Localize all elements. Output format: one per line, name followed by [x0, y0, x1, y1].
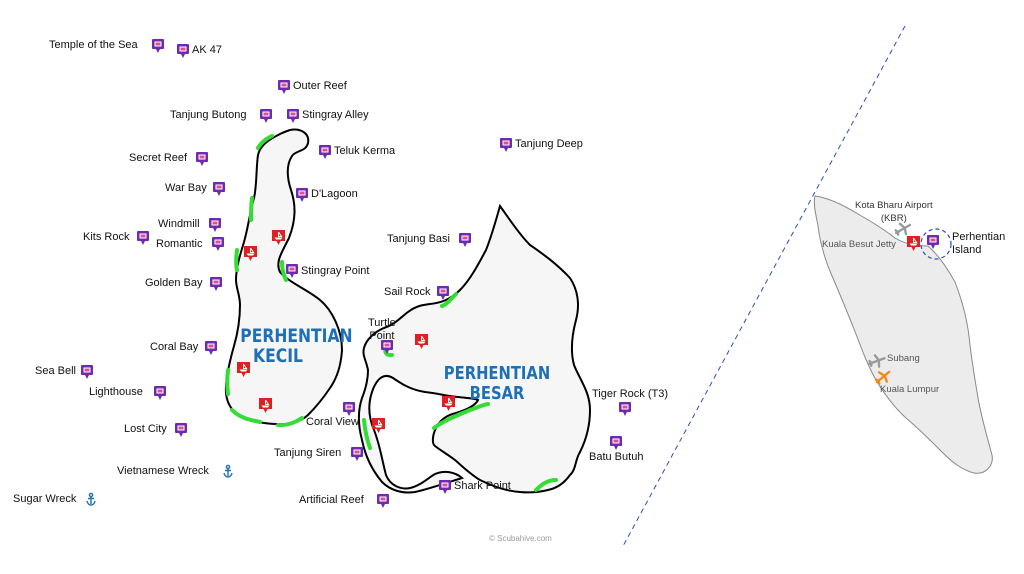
label-tanjung-siren: Tanjung Siren: [274, 447, 342, 459]
dive-pin-icon: [209, 218, 221, 232]
label-sea-bell: Sea Bell: [35, 365, 76, 377]
label-d-lagoon: D'Lagoon: [311, 188, 358, 200]
label-subang: Subang: [887, 353, 920, 364]
perhentian-besar-island: [358, 203, 592, 494]
coral-highlights: [225, 134, 558, 492]
label-vietnamese-wreck: Vietnamese Wreck: [117, 465, 209, 477]
label-artificial-reef: Artificial Reef: [299, 494, 364, 506]
label-kota-bharu-line1: Kota Bharu Airport: [855, 200, 933, 211]
label-kuala-lumpur: Kuala Lumpur: [880, 384, 940, 395]
dive-pin-icon: [286, 264, 298, 278]
label-stingray-alley: Stingray Alley: [302, 109, 369, 121]
airplane-icon-subang: [868, 354, 886, 368]
dive-pin-icon: [377, 494, 389, 508]
perhentian-kecil-label-line1: PERHENTIAN: [240, 325, 353, 347]
label-perhentian-island-line2: Island: [952, 244, 982, 256]
label-secret-reef: Secret Reef: [129, 152, 188, 164]
label-turtle-point-line2: Point: [369, 330, 395, 342]
dive-pin-icon: [137, 231, 149, 245]
dive-pin-icon: [177, 44, 189, 58]
dive-pin-icon: [205, 341, 217, 355]
airplane-icon-kuala-lumpur: [874, 370, 891, 385]
dive-pin-icon: [343, 402, 355, 416]
label-turtle-point-line1: Turtle: [368, 317, 396, 329]
dive-pin-icon: [500, 138, 512, 152]
dive-pin-icon: [81, 365, 93, 379]
label-kota-bharu-line2: (KBR): [880, 213, 907, 224]
dive-pin-icon: [351, 447, 363, 461]
dive-pin-icon: [212, 237, 224, 251]
label-windmill: Windmill: [158, 218, 200, 230]
dive-pin-icon: [152, 39, 164, 53]
dive-pin-icon: [319, 145, 331, 159]
label-lost-city: Lost City: [124, 423, 167, 435]
label-tiger-rock: Tiger Rock (T3): [592, 388, 668, 400]
label-outer-reef: Outer Reef: [293, 80, 347, 92]
dive-pin-icon: [278, 80, 290, 94]
dive-pin-icon: [210, 277, 222, 291]
watermark: © Scubahive.com: [489, 534, 552, 543]
dive-pin-icon: [175, 423, 187, 437]
label-sugar-wreck: Sugar Wreck: [13, 493, 77, 505]
dive-pin-icon: [154, 386, 166, 400]
label-tanjung-deep: Tanjung Deep: [515, 138, 583, 150]
dive-pin-icon: [260, 109, 272, 123]
dive-pin-icon: [287, 109, 299, 123]
label-coral-view: Coral View: [306, 416, 359, 428]
dive-pin-icon: [213, 182, 225, 196]
label-perhentian-island: Perhentian Island: [952, 231, 1005, 257]
label-golden-bay: Golden Bay: [145, 277, 203, 289]
dive-pin-icon: [296, 188, 308, 202]
label-sail-rock: Sail Rock: [384, 286, 431, 298]
label-turtle-point: Turtle Point: [368, 317, 396, 343]
label-teluk-kerma: Teluk Kerma: [334, 145, 396, 157]
label-temple-of-the-sea: Temple of the Sea: [49, 39, 138, 51]
dive-pin-icon: [610, 436, 622, 450]
label-ak47: AK 47: [192, 44, 222, 56]
perhentian-kecil-label: PERHENTIAN KECIL: [240, 325, 353, 367]
label-kota-bharu-airport: Kota Bharu Airport (KBR): [855, 199, 933, 225]
label-batu-butuh: Batu Butuh: [589, 451, 644, 463]
label-stingray-point: Stingray Point: [301, 265, 370, 277]
label-lighthouse: Lighthouse: [89, 386, 143, 398]
label-shark-point: Shark Point: [454, 480, 511, 492]
label-perhentian-island-line1: Perhentian: [952, 231, 1006, 243]
anchor-icon-sugar-wreck: [86, 492, 96, 506]
label-kits-rock: Kits Rock: [83, 231, 130, 243]
perhentian-location-circle: [920, 228, 952, 260]
dive-pin-icon: [459, 233, 471, 247]
dive-pin-icon: [196, 152, 208, 166]
airplane-icon-kota-bharu: [894, 222, 912, 236]
label-tanjung-basi: Tanjung Basi: [387, 233, 450, 245]
perhentian-besar-label: PERHENTIAN BESAR: [443, 363, 551, 404]
perhentian-kecil-label-line2: KECIL: [253, 345, 303, 367]
label-tanjung-butong: Tanjung Butong: [170, 109, 247, 121]
label-war-bay: War Bay: [165, 182, 207, 194]
label-kuala-besut-jetty: Kuala Besut Jetty: [822, 239, 896, 250]
dive-pin-icon: [439, 480, 451, 494]
anchor-icon-vietnamese-wreck: [223, 464, 233, 478]
dive-pin-icon: [619, 402, 631, 416]
label-romantic: Romantic: [156, 238, 203, 250]
dive-pin-icon: [437, 286, 449, 300]
label-coral-bay: Coral Bay: [150, 341, 199, 353]
